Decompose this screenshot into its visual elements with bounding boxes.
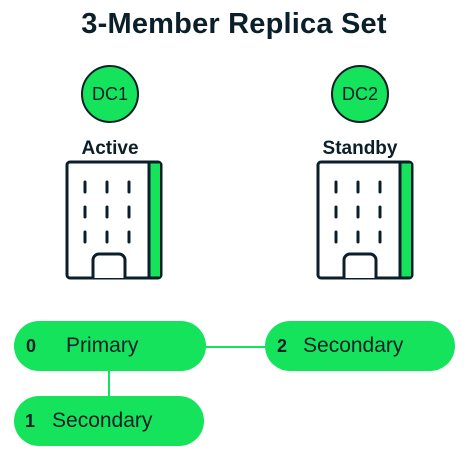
diagram-title: 3-Member Replica Set [81, 8, 387, 40]
dc2-badge: DC2 [331, 65, 389, 123]
member-2-index: 2 [277, 335, 288, 356]
dc1-badge-label: DC1 [91, 83, 128, 104]
connector-primary-to-member-1 [108, 368, 110, 398]
member-2-role: Secondary [303, 334, 404, 357]
dc2-badge-label: DC2 [341, 83, 378, 104]
member-0-role: Primary [66, 334, 139, 357]
connector-primary-to-member-2 [200, 346, 270, 348]
member-0-primary-node: 0 Primary [14, 321, 206, 371]
member-0-index: 0 [26, 335, 37, 356]
member-1-secondary-node: 1 Secondary [14, 396, 204, 446]
dc1-badge: DC1 [81, 65, 139, 123]
member-2-secondary-node: 2 Secondary [265, 321, 455, 371]
dc2-building-icon [316, 160, 414, 280]
dc2-role-label: Standby [322, 138, 398, 159]
dc1-role-label: Active [81, 138, 139, 159]
member-1-index: 1 [25, 410, 36, 431]
member-1-role: Secondary [52, 409, 153, 432]
dc1-building-icon [65, 160, 163, 280]
